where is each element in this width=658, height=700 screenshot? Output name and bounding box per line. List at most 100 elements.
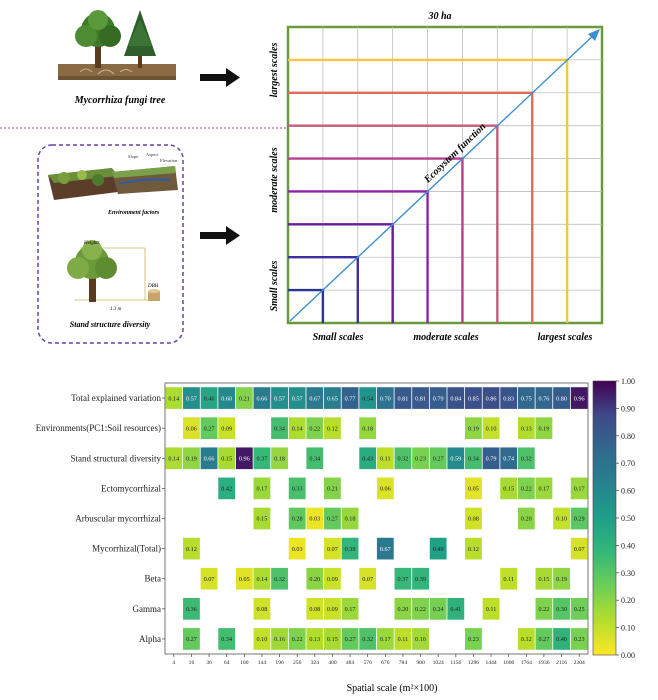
- heatmap-col-label: 400: [328, 660, 337, 666]
- heatmap-cell-value: 0.43: [362, 455, 373, 462]
- heatmap-cell: [517, 447, 535, 470]
- x-label-small: Small scales: [313, 332, 364, 343]
- heatmap-cell: [341, 628, 359, 650]
- heatmap-cell-value: 0.32: [362, 636, 373, 643]
- heatmap-cell: [517, 628, 535, 650]
- heatmap-cell-value: 0.03: [292, 546, 303, 553]
- heatmap-cell: [253, 477, 271, 500]
- heatmap-row-label: Arbuscular mycorrhizal: [75, 514, 161, 524]
- heatmap-cell-value: 0.33: [292, 486, 303, 493]
- heatmap-cell-value: 0.18: [274, 455, 285, 462]
- heatmap-cell: [183, 628, 200, 650]
- heatmap-cell-value: 0.32: [398, 455, 409, 462]
- heatmap-cell: [306, 507, 324, 530]
- heatmap-col-label: 900: [416, 660, 425, 666]
- heatmap-cell-value: 0.14: [292, 425, 303, 432]
- heatmap-cell: [200, 417, 218, 440]
- mycorrhiza-tree-illustration: [58, 10, 176, 80]
- heatmap-x-axis-label: Spatial scale (m²×100): [347, 683, 438, 694]
- heatmap-cell: [553, 567, 570, 590]
- heatmap-cell-value: 0.37: [257, 455, 268, 462]
- heatmap-cell-value: 0.59: [450, 455, 461, 462]
- heatmap-cell-value: 0.49: [433, 546, 444, 553]
- heatmap-row-label: Environments(PC1:Soil resources): [36, 423, 161, 433]
- colorbar: 0.000.100.200.300.400.500.600.700.800.90…: [592, 377, 635, 660]
- heatmap-cell-value: 0.37: [398, 576, 409, 583]
- heatmap-cell-value: 0.27: [327, 516, 338, 523]
- heatmap-cell-value: 0.22: [521, 486, 532, 493]
- heatmap-cell: [570, 507, 588, 530]
- heatmap-cell-value: 0.14: [257, 576, 268, 583]
- heatmap-col-label: 784: [399, 660, 408, 666]
- heatmap-cell: [412, 447, 429, 470]
- heatmap-cell: [253, 567, 271, 590]
- heatmap-col-label: 4: [172, 660, 175, 666]
- heatmap-cell: [253, 597, 271, 620]
- heatmap-cell-value: 0.08: [309, 606, 320, 613]
- heatmap-col-label: 16: [189, 660, 195, 666]
- heatmap-cell: [465, 387, 482, 409]
- breast-height-label: 1.3 m: [110, 307, 122, 312]
- heatmap-cell: [341, 507, 359, 530]
- heatmap-cell-value: 0.80: [556, 395, 567, 402]
- heatmap-cell: [482, 417, 500, 440]
- heatmap-cell: [465, 537, 482, 560]
- colorbar-gradient: [592, 380, 617, 656]
- heatmap-cell: [359, 417, 377, 440]
- heatmap-cell: [218, 477, 236, 500]
- heatmap-cell: [429, 537, 447, 560]
- heatmap-cell: [517, 477, 535, 500]
- y-label-largest: largest scales: [269, 43, 280, 98]
- heatmap-cell: [465, 477, 482, 500]
- heatmap-cell-value: 0.12: [186, 546, 197, 553]
- heatmap-cell: [200, 387, 218, 409]
- heatmap-cell: [324, 537, 341, 560]
- heatmap-cell: [500, 447, 518, 470]
- y-label-small: Small scales: [269, 260, 280, 311]
- heatmap-cell-value: 0.14: [168, 455, 179, 462]
- heatmap-cell: [535, 477, 553, 500]
- heatmap-cell: [183, 387, 200, 409]
- heatmap-cell: [288, 507, 306, 530]
- heatmap-cell-value: 0.19: [539, 425, 550, 432]
- heatmap-cell: [412, 387, 429, 409]
- heatmap-cell: [447, 387, 465, 409]
- heatmap-cell-value: 0.60: [221, 395, 232, 402]
- heatmap-col-label: 324: [311, 660, 320, 666]
- heatmap-col-label: 1600: [503, 660, 514, 666]
- heatmap-cell: [183, 447, 200, 470]
- heatmap-cell-value: 0.57: [186, 395, 197, 402]
- heatmap-cell-value: 0.16: [415, 636, 426, 643]
- heatmap-cell-value: 0.79: [486, 455, 497, 462]
- heatmap-cell-value: 0.24: [433, 606, 444, 613]
- heatmap-cell-value: 0.67: [309, 395, 320, 402]
- heatmap-col-label: 484: [346, 660, 355, 666]
- heatmap-cell-value: 0.20: [309, 576, 320, 583]
- heatmap-cell-value: 0.16: [274, 636, 285, 643]
- heatmap-cell-value: 0.11: [380, 455, 391, 462]
- heatmap-cell-value: 0.66: [257, 395, 268, 402]
- heatmap-cell-value: 0.23: [468, 636, 479, 643]
- heatmap-cell-value: 0.27: [345, 636, 356, 643]
- heatmap-cell: [412, 628, 429, 650]
- heatmap-cell-value: 0.10: [257, 636, 268, 643]
- heatmap-cell: [324, 417, 341, 440]
- heatmap-cell-value: 0.15: [221, 455, 232, 462]
- heatmap-cell-value: 0.27: [539, 636, 550, 643]
- heatmap-cell: [324, 567, 341, 590]
- colorbar-tick-label: 0.00: [621, 651, 635, 660]
- heatmap-cell: [535, 567, 553, 590]
- heatmap-cell-value: 0.17: [380, 636, 391, 643]
- heatmap-cell: [535, 597, 553, 620]
- heatmap-cell-value: 0.14: [168, 395, 179, 402]
- heatmap-cell-value: 0.11: [486, 606, 497, 613]
- heatmap-cell-value: 0.96: [574, 395, 585, 402]
- heatmap-cell-value: 0.12: [327, 425, 338, 432]
- heatmap-cell: [517, 387, 535, 409]
- heatmap-row-label: Total explained variation: [71, 393, 161, 403]
- heatmap-cell: [218, 628, 236, 650]
- heatmap-col-label: 196: [275, 660, 284, 666]
- heatmap-cell: [535, 628, 553, 650]
- heatmap-cell: [306, 597, 324, 620]
- heatmap-cell: [200, 567, 218, 590]
